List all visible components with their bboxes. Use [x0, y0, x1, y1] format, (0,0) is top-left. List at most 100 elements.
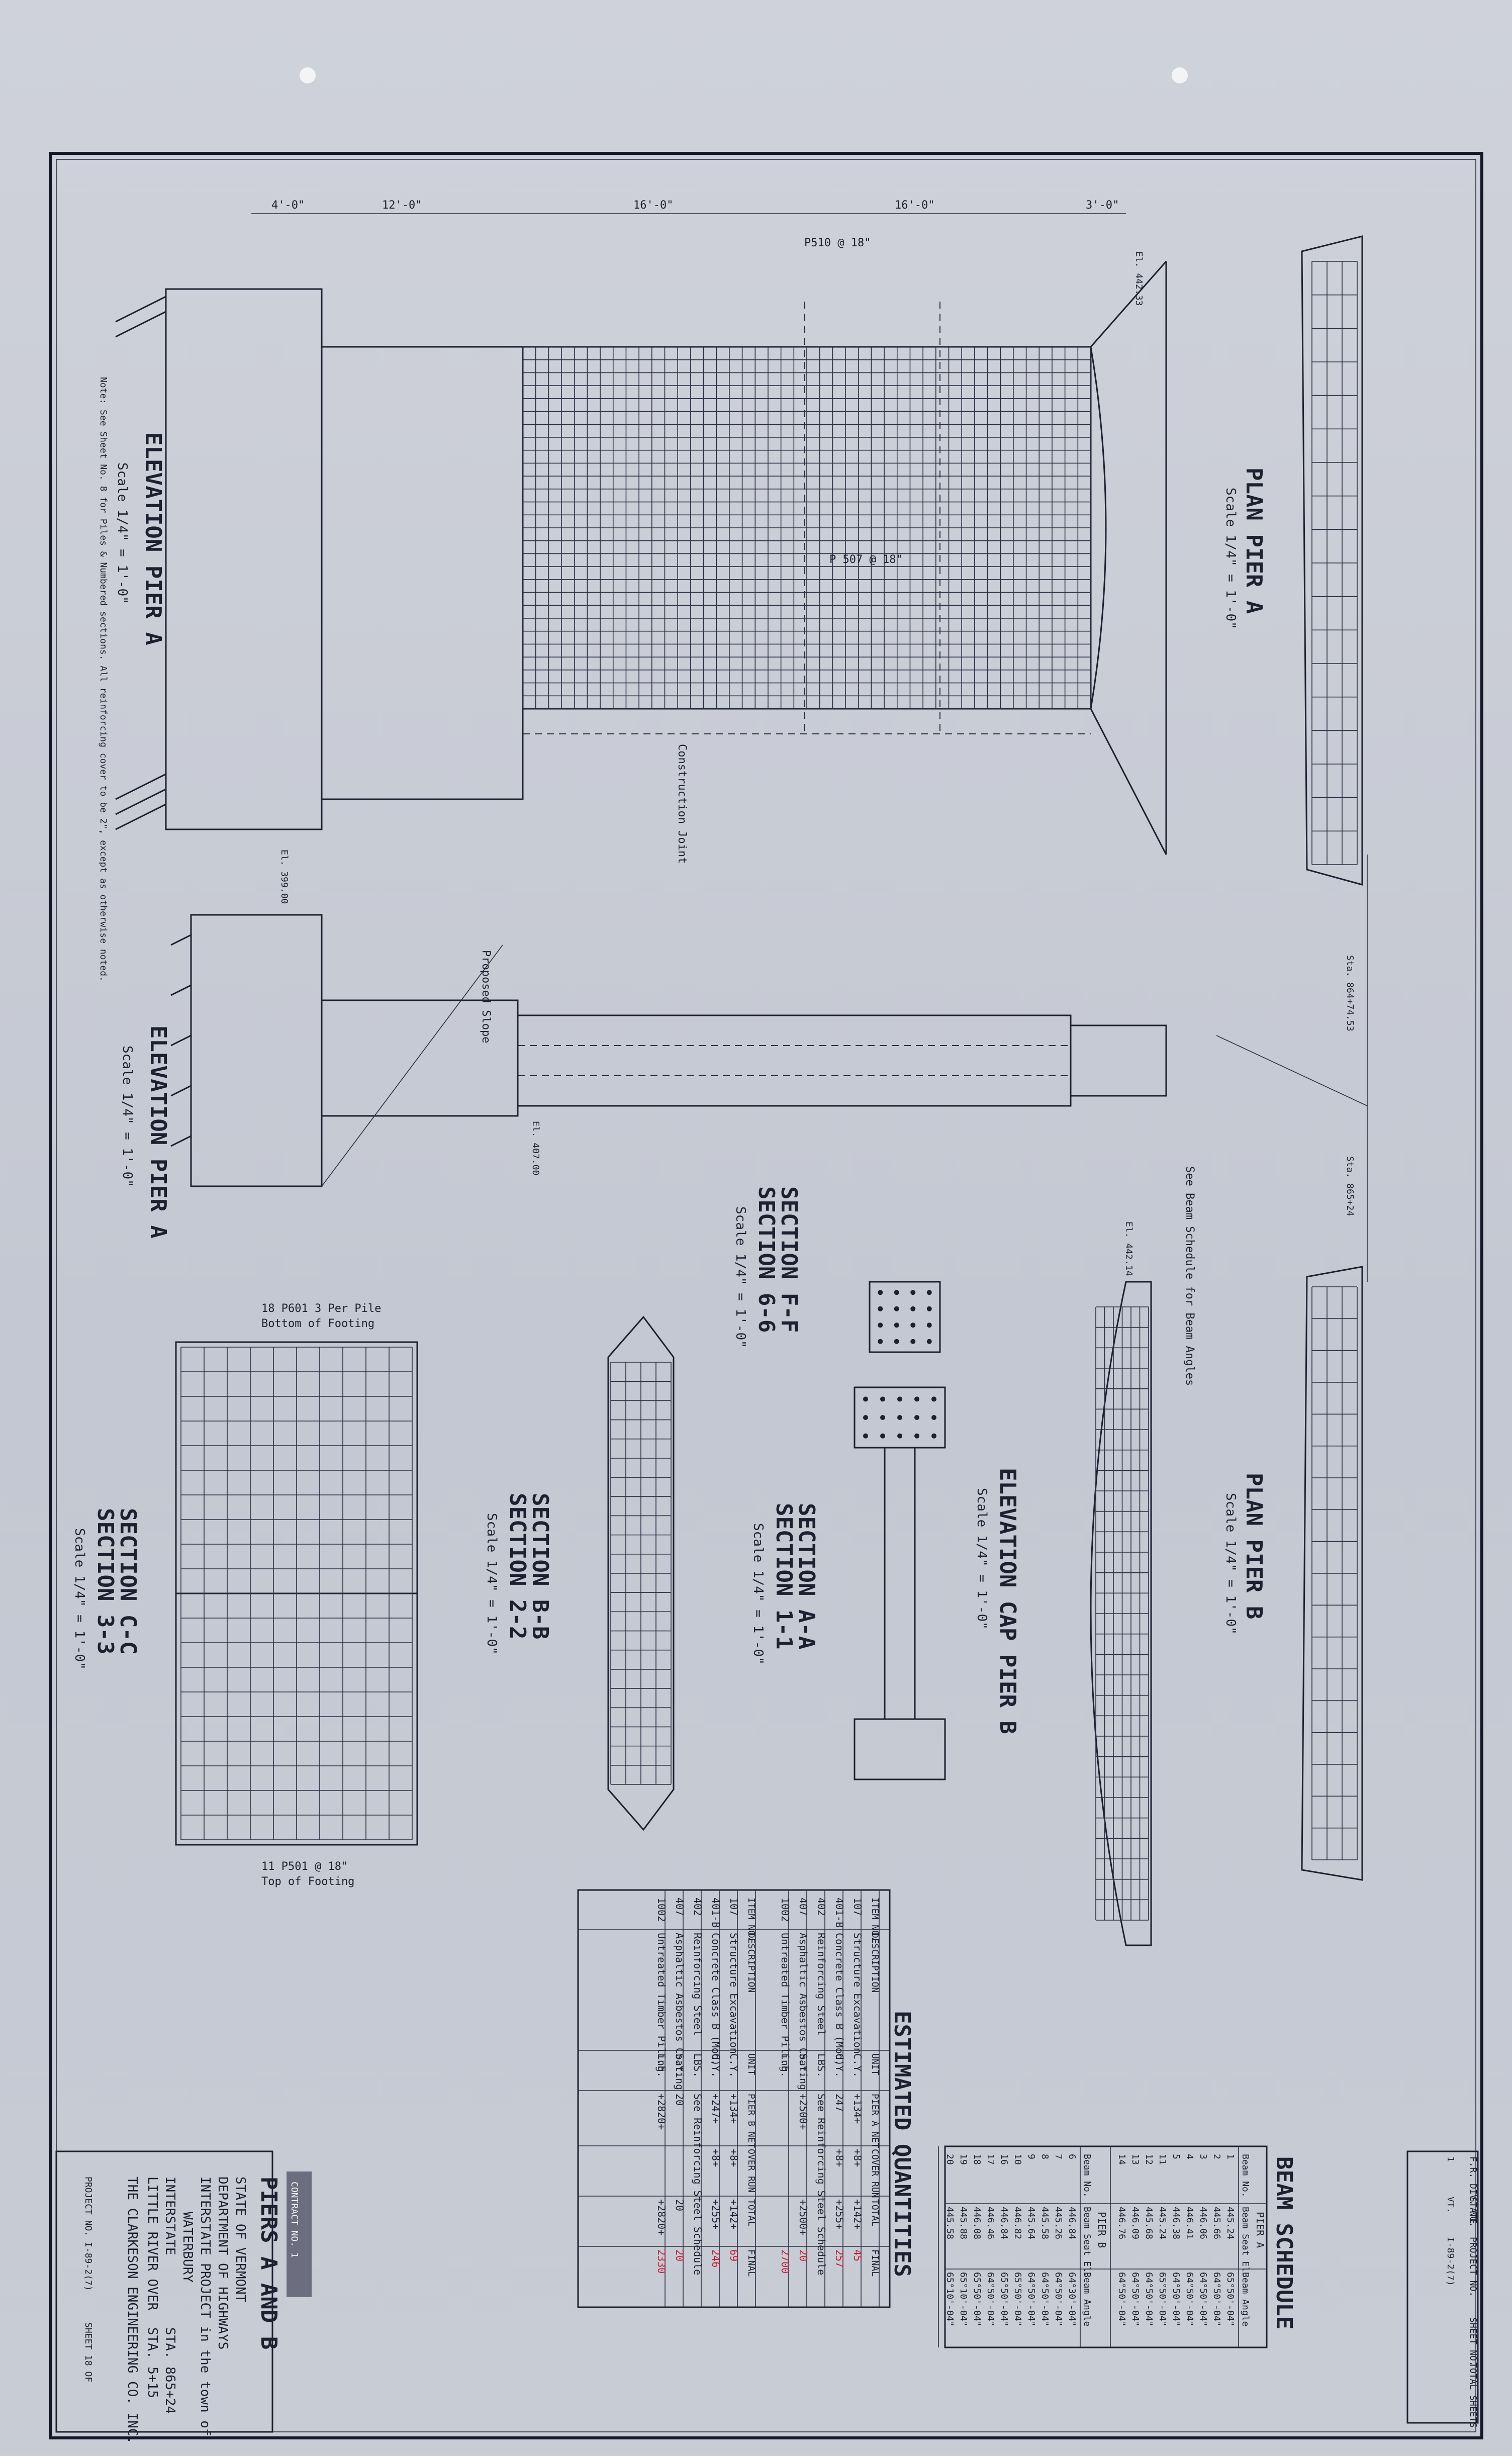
section-cc-title: SECTION C-C — [115, 1508, 141, 1654]
bs-cell: 64°50'-04" — [1116, 2272, 1127, 2326]
estimated-quantities-title: ESTIMATED QUANTITIES — [889, 2011, 915, 2277]
rebar-dot — [878, 1339, 883, 1344]
bs-cell: 446.84 — [1067, 2207, 1077, 2239]
beam-schedule-pier-label: PIER A — [1254, 2212, 1266, 2248]
elevation-cap-pier-b-scale: Scale 1/4" = 1'-0" — [974, 1488, 989, 1630]
eq-cell: 2330 — [655, 2249, 668, 2274]
section-c-c: 18 P601 3 Per Pile Bottom of Footing 11 … — [72, 1302, 418, 1888]
eq-header-cell: PIER B NET — [746, 2094, 757, 2148]
bs-cell: 64°50'-04" — [1171, 2272, 1181, 2326]
revision-header: F.R. DIV. NO. — [1468, 2156, 1478, 2227]
label-el-399: El. 399.00 — [279, 849, 290, 904]
section-f-f: SECTION F-F SECTION 6-6 Scale 1/4" = 1'-… — [733, 1186, 941, 1353]
title-block-station-1: STA. 865+24 — [162, 2327, 177, 2414]
eq-cell: 401-B — [710, 1898, 722, 1928]
eq-cell: 20 — [674, 2094, 686, 2106]
bs-cell: 18 — [972, 2154, 982, 2165]
eq-cell: Untreated Timber Piling — [655, 1933, 668, 2072]
punch-hole — [300, 67, 316, 83]
rebar-dot — [931, 1396, 936, 1402]
eq-cell: See Reinforcing Steel Schedule — [815, 2094, 827, 2275]
rebar-dot — [863, 1415, 868, 1420]
rebar-dot — [880, 1396, 885, 1402]
eq-header-cell: ITEM NO. — [870, 1898, 880, 1941]
section-11-title: SECTION 1-1 — [771, 1503, 797, 1649]
sheet-border-inner — [56, 159, 1476, 2432]
elevation-pier-a-2: Proposed Slope El. 407.00 ELEVATION PIER… — [120, 914, 1167, 1239]
revision-header: STATE — [1468, 2197, 1478, 2224]
eq-cell: Structure Excavation — [728, 1933, 740, 2054]
section-ff-scale: Scale 1/4" = 1'-0" — [733, 1206, 748, 1348]
revision-header: PROJECT NO. — [1468, 2237, 1478, 2297]
beam-schedule-pier-label: PIER B — [1096, 2212, 1108, 2248]
bs-cell: 446.46 — [985, 2207, 996, 2239]
bs-cell: 64°50'-04" — [1053, 2272, 1064, 2326]
bs-cell: 446.09 — [1130, 2207, 1141, 2239]
section-aa-scale: Scale 1/4" = 1'-0" — [750, 1523, 766, 1665]
title-block-engineer: THE CLARKESON ENGINEERING CO. INC. — [125, 2177, 140, 2444]
eq-cell: 402 — [815, 1898, 827, 1916]
eq-cell: Structure Excavation — [852, 1933, 864, 2054]
bs-cell: 2 — [1211, 2154, 1222, 2159]
svg-text:16'-0": 16'-0" — [633, 199, 673, 212]
label-el-44214: El. 442.14 — [1123, 1221, 1134, 1276]
bs-header-cell: Beam No. — [1240, 2154, 1251, 2198]
bs-cell: 446.41 — [1184, 2207, 1195, 2239]
plan-pier-a: PLAN PIER A Scale 1/4" = 1'-0" See Beam … — [1183, 235, 1363, 1386]
label-sta-pier: Sta. 864+74.53 — [1345, 955, 1355, 1031]
plan-pier-a-title: PLAN PIER A — [1241, 467, 1267, 614]
elevation-pier-a: 4'-0" 12'-0" 16'-0" 16'-0" 3'-0" P510 @ … — [98, 199, 1167, 982]
title-block-station-2: STA. 5+15 — [145, 2327, 160, 2398]
eq-header-cell: DESCRIPTION — [870, 1933, 880, 1993]
eq-cell: +142+ — [728, 2199, 740, 2229]
bs-cell: 13 — [1130, 2154, 1141, 2165]
label-el-407: El. 407.00 — [530, 1121, 541, 1175]
elevation-pier-a-note: Note: See Sheet No. 8 for Piles & Number… — [98, 377, 109, 982]
eq-cell: Concrete Class B (Mod) — [833, 1933, 845, 2066]
label-p501: 11 P501 @ 18" — [261, 1860, 348, 1873]
rebar-dot — [931, 1433, 936, 1439]
bs-cell: 5 — [1171, 2154, 1181, 2159]
bs-cell: 65°10'-04" — [958, 2272, 969, 2326]
bs-cell: 64°50'-04" — [1040, 2272, 1050, 2326]
bs-cell: 8 — [1040, 2154, 1050, 2159]
eq-cell: S.Y. — [674, 2053, 686, 2077]
bs-cell: 445.64 — [1026, 2207, 1036, 2239]
bs-cell: 445.24 — [1157, 2207, 1168, 2239]
bs-cell: 446.06 — [1198, 2207, 1208, 2239]
label-p510: P510 @ 18" — [804, 237, 871, 249]
bs-cell: 446.84 — [999, 2207, 1009, 2239]
eq-cell: 45 — [852, 2249, 864, 2261]
bs-cell: 445.24 — [1225, 2207, 1236, 2239]
rebar-dot — [910, 1339, 916, 1344]
bs-cell: 445.26 — [1053, 2207, 1064, 2239]
title-block: CONTRACT NO. 1 PIERS A AND B STATE OF VE… — [55, 2150, 312, 2444]
rebar-dot — [926, 1306, 932, 1311]
eq-cell: 69 — [728, 2249, 740, 2261]
bs-header-cell: Beam Angle — [1082, 2272, 1092, 2326]
centerline-markers: Sta. 864+74.53 Sta. 865+24 — [1216, 855, 1368, 1282]
sheet-border — [49, 152, 1483, 2439]
eq-cell: C.Y. — [710, 2053, 722, 2077]
bs-cell: 65°10'-04" — [944, 2272, 955, 2326]
title-block-title: PIERS A AND B — [256, 2177, 281, 2349]
rebar-dot — [894, 1323, 899, 1328]
eq-cell: LBS. — [815, 2053, 827, 2077]
eq-cell: +8+ — [852, 2149, 864, 2167]
eq-cell: 20 — [674, 2249, 686, 2261]
revision-value: VT. — [1445, 2197, 1456, 2213]
rebar-dot — [894, 1339, 899, 1344]
rebar-dot — [897, 1415, 902, 1420]
eq-cell: C.Y. — [852, 2053, 864, 2077]
bs-cell: 445.66 — [1211, 2207, 1222, 2239]
section-bb-scale: Scale 1/4" = 1'-0" — [484, 1513, 499, 1655]
bs-cell: 64°50'-04" — [985, 2272, 996, 2326]
plan-pier-b-title: PLAN PIER B — [1241, 1473, 1267, 1619]
bs-cell: 17 — [985, 2154, 996, 2165]
rebar-dot — [878, 1306, 883, 1311]
elevation-pier-a-scale: Scale 1/4" = 1'-0" — [115, 462, 130, 604]
eq-cell: C.Y. — [833, 2053, 845, 2077]
eq-cell: Concrete Class B (Mod) — [710, 1933, 722, 2066]
bs-cell: 12 — [1144, 2154, 1154, 2165]
title-block-project-no: PROJECT NO. I-89-2(7) — [83, 2177, 93, 2291]
